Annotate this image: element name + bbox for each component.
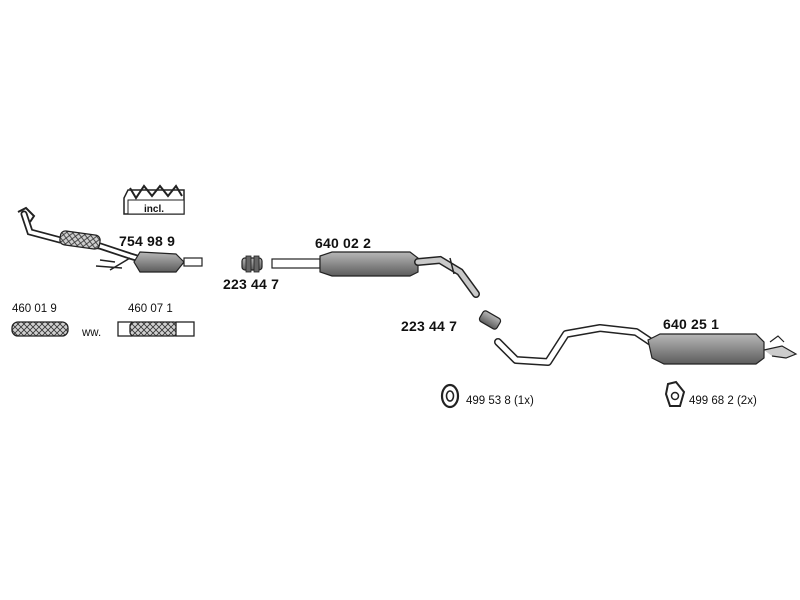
rubber-mount-b-icon (664, 380, 686, 407)
rear-silencer-part (494, 324, 798, 366)
front-clamp-part (241, 255, 263, 273)
rubber-mount-a-label: 499 53 8 (1x) (466, 395, 534, 408)
downpipe-part-number: 754 98 9 (119, 233, 176, 249)
flex-pipe-b-part (117, 321, 195, 337)
rubber-mount-a-part-number: 499 53 8 (466, 395, 511, 407)
flex-pipe-b-part-number: 460 07 1 (128, 303, 173, 315)
rear-clamp-part-number: 223 44 7 (401, 318, 458, 334)
kit-label: incl. (144, 204, 165, 215)
middle-silencer-part-number: 640 02 2 (315, 235, 372, 251)
rubber-mount-b-qty: (2x) (736, 395, 757, 407)
front-clamp-part-number: 223 44 7 (223, 276, 280, 292)
kit-box-icon (123, 184, 185, 215)
flex-pipe-a-part-number: 460 01 9 (12, 303, 57, 315)
flex-pipe-a-part (11, 321, 69, 337)
rubber-mount-b-label: 499 68 2 (2x) (689, 395, 757, 408)
rear-silencer-part-number: 640 25 1 (663, 316, 720, 332)
rubber-mount-a-qty: (1x) (513, 395, 534, 407)
rubber-mount-a-icon (440, 383, 460, 409)
middle-silencer-part (271, 251, 480, 298)
rear-clamp-part (478, 310, 502, 330)
rubber-mount-b-part-number: 499 68 2 (689, 395, 734, 407)
front-downpipe-part (17, 206, 203, 273)
alternative-separator: ww. (82, 327, 102, 339)
